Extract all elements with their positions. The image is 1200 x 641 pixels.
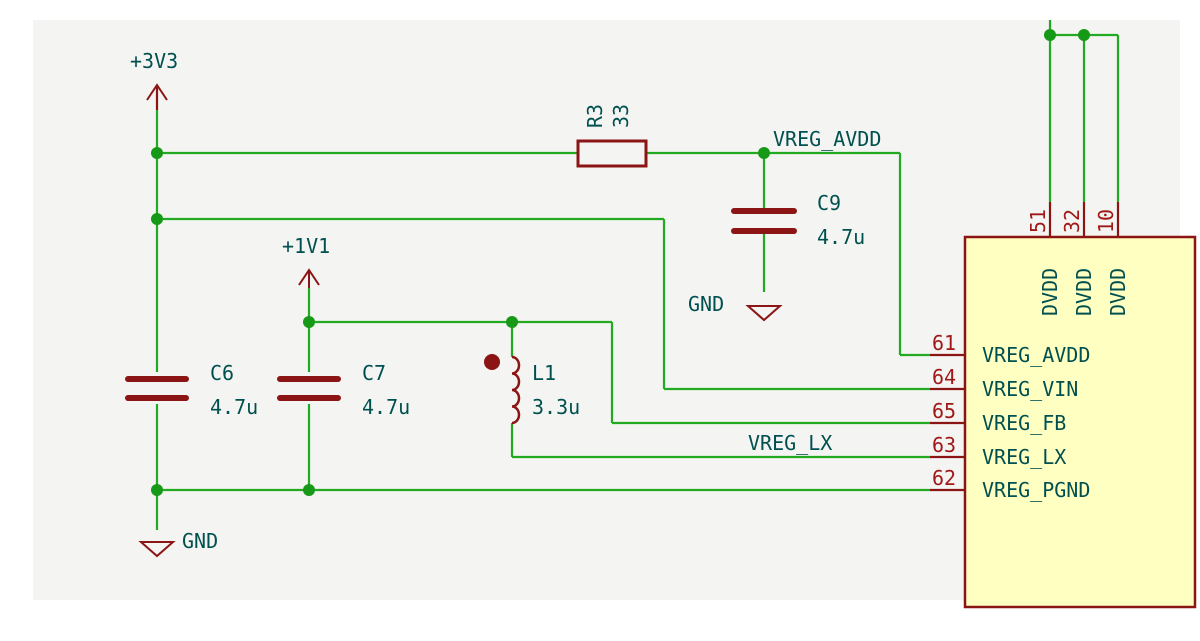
- power-3v3-symbol[interactable]: [146, 83, 168, 110]
- pin-number: 10: [1094, 209, 1118, 233]
- gnd-symbol-c9[interactable]: [745, 305, 783, 322]
- junction-dot: [303, 484, 315, 496]
- junction-dot: [151, 484, 163, 496]
- pin-name: VREG_LX: [982, 445, 1066, 469]
- pin-number: 65: [932, 399, 956, 423]
- c9-ref: C9: [817, 191, 841, 215]
- pin-name: DVDD: [1038, 268, 1062, 316]
- power-1v1-symbol[interactable]: [298, 268, 320, 288]
- gnd-symbol-left[interactable]: [138, 541, 176, 558]
- junction-dot: [1044, 29, 1056, 41]
- c9-value: 4.7u: [817, 225, 865, 249]
- l1-polarity-dot: [484, 354, 500, 370]
- c7-ref: C7: [362, 361, 386, 385]
- c7-value: 4.7u: [362, 395, 410, 419]
- r3-resistor-body[interactable]: [576, 139, 648, 168]
- pin-number: 51: [1026, 209, 1050, 233]
- junction-dot: [1078, 29, 1090, 41]
- pin-name: VREG_VIN: [982, 377, 1078, 401]
- r3-value: 33: [609, 104, 633, 128]
- junction-dot: [303, 316, 315, 328]
- c6-value: 4.7u: [210, 395, 258, 419]
- l1-inductor-symbol[interactable]: [484, 354, 521, 425]
- l1-value: 3.3u: [532, 395, 580, 419]
- pin-number: 63: [932, 433, 956, 457]
- pin-number: 64: [932, 365, 956, 389]
- junction-dot: [758, 147, 770, 159]
- c6-ref: C6: [210, 361, 234, 385]
- junction-dot: [151, 213, 163, 225]
- c7-capacitor-symbol[interactable]: [277, 376, 341, 401]
- pin-number: 62: [932, 466, 956, 490]
- ic-pins: [930, 202, 1120, 492]
- pin-number: 32: [1060, 209, 1084, 233]
- net-label-vreg-avdd: VREG_AVDD: [773, 127, 881, 151]
- l1-ref: L1: [532, 361, 556, 385]
- power-label-3v3: +3V3: [130, 49, 178, 73]
- pin-name: VREG_FB: [982, 411, 1066, 435]
- r3-ref: R3: [583, 104, 607, 128]
- c6-capacitor-symbol[interactable]: [125, 376, 189, 401]
- pin-name: DVDD: [1072, 268, 1096, 316]
- c9-capacitor-symbol[interactable]: [731, 208, 797, 234]
- pin-name: DVDD: [1106, 268, 1130, 316]
- pin-name: VREG_PGND: [982, 478, 1090, 502]
- gnd-label-c9: GND: [688, 292, 724, 316]
- net-label-vreg-lx: VREG_LX: [748, 431, 832, 455]
- junction-dot: [506, 316, 518, 328]
- power-label-1v1: +1V1: [282, 234, 330, 258]
- gnd-label-left: GND: [182, 529, 218, 553]
- ic-body[interactable]: [963, 235, 1197, 609]
- pin-name: VREG_AVDD: [982, 343, 1090, 367]
- pin-number: 61: [932, 331, 956, 355]
- junctions: [151, 29, 1090, 496]
- junction-dot: [151, 147, 163, 159]
- wires: [155, 20, 1120, 530]
